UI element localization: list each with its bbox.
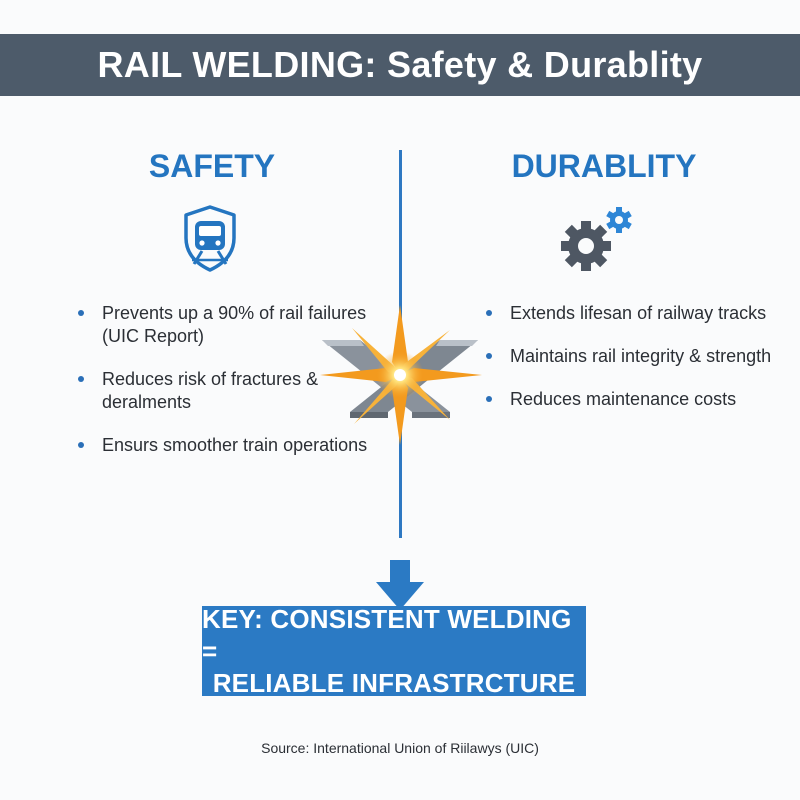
list-item: Prevents up a 90% of rail failures (UIC … bbox=[78, 302, 378, 348]
page-title: RAIL WELDING: Safety & Durablity bbox=[97, 44, 703, 85]
list-item: Reduces risk of fractures & deralments bbox=[78, 368, 378, 414]
safety-points-list: Prevents up a 90% of rail failures (UIC … bbox=[78, 302, 378, 483]
list-item: Maintains rail integrity & strength bbox=[486, 345, 786, 368]
list-item: Ensurs smoother train operations bbox=[78, 434, 378, 457]
title-bar: RAIL WELDING: Safety & Durablity bbox=[0, 34, 800, 96]
list-item: Extends lifesan of railway tracks bbox=[486, 302, 786, 325]
gears-icon bbox=[561, 207, 632, 271]
train-shield-icon bbox=[184, 205, 236, 272]
arrow-down-icon bbox=[376, 560, 424, 610]
key-takeaway-box: KEY: CONSISTENT WELDING = RELIABLE INFRA… bbox=[202, 604, 586, 698]
welded-rails-spark-icon bbox=[320, 305, 482, 445]
key-line-2: RELIABLE INFRASTRCTURE bbox=[212, 668, 576, 698]
durability-heading: DURABLITY bbox=[511, 148, 697, 184]
durability-points-list: Extends lifesan of railway tracks Mainta… bbox=[486, 302, 786, 437]
safety-heading: SAFETY bbox=[148, 148, 276, 184]
source-note: Source: International Union of Riilawys … bbox=[261, 740, 539, 756]
key-line-1: KEY: CONSISTENT WELDING = bbox=[202, 604, 572, 666]
list-item: Reduces maintenance costs bbox=[486, 388, 786, 411]
